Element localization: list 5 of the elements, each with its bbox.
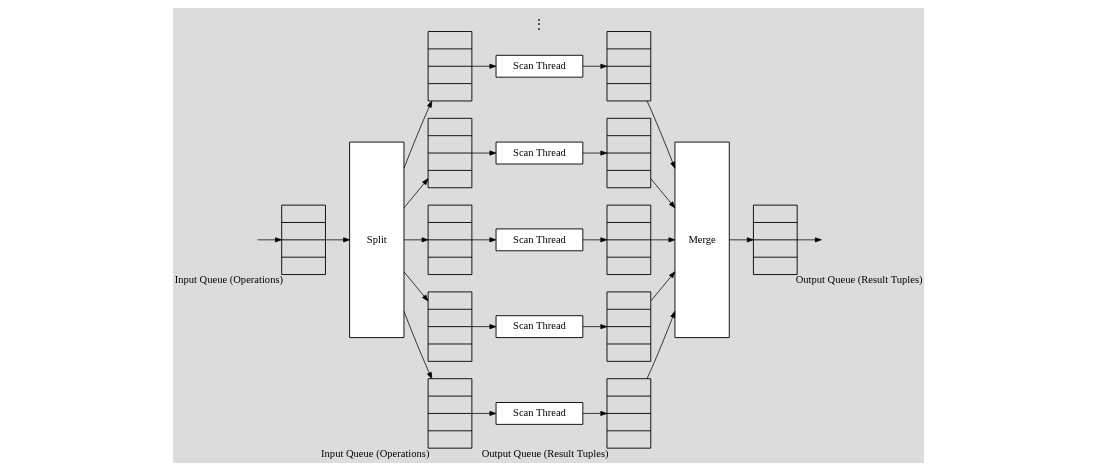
label: ⋮ [533,16,546,31]
node-label: Output Queue (Result Tuples) [795,274,923,286]
node-label: Output Queue (Result Tuples) [481,447,609,459]
node-label: Input Queue (Operations) [174,274,284,286]
node-label: Input Queue (Operations) [321,447,430,459]
